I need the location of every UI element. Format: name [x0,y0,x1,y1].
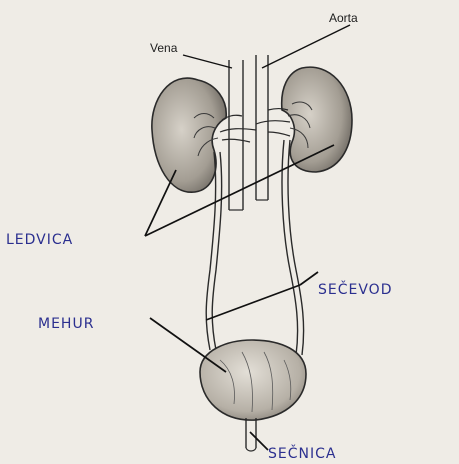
label-ledvica: LEDVICA [6,232,73,248]
left-renal-vessels [220,115,256,142]
right-ureter [282,140,304,355]
urethra [246,418,256,451]
label-vena: Vena [150,41,178,55]
right-kidney [282,67,352,172]
vena-cava-vessel [229,60,243,210]
right-renal-vessels [256,109,290,137]
label-aorta: Aorta [329,11,358,25]
label-secevod: SEČEVOD [318,280,392,298]
label-secnica: SEČNICA [268,444,336,462]
bladder [200,340,306,420]
printed-leader-lines [183,25,350,68]
label-mehur: MEHUR [38,316,94,332]
